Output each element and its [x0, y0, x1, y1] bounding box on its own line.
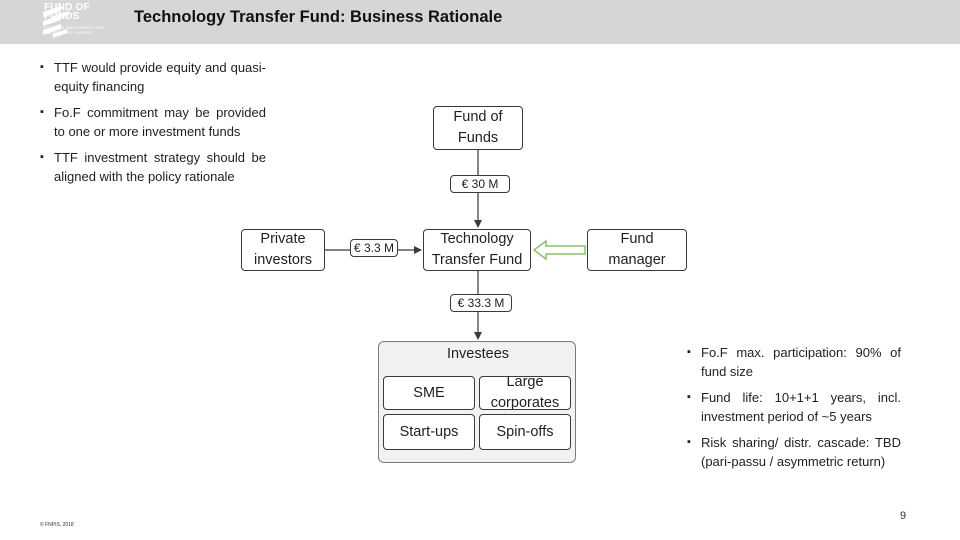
left-bullet-list: TTF would provide equity and quasi-equit… — [40, 58, 266, 193]
right-bullet-2: Fund life: 10+1+1 years, incl. investmen… — [687, 388, 901, 426]
logo-subtitle: FINANCIAL INSTRUMENTS FOR ENTERPRISES SU… — [44, 25, 105, 35]
private-investors-label: Private investors — [253, 231, 313, 268]
ttf-amount-text: € 33.3 M — [457, 295, 505, 310]
logo-line2: FUNDS — [44, 11, 80, 22]
right-bullet-list: Fo.F max. participation: 90% of fund siz… — [687, 343, 901, 478]
fund-manager-label: Fund manager — [608, 231, 666, 268]
investees-title: Investees — [446, 346, 510, 362]
page-number: 9 — [900, 510, 907, 522]
spinoffs-box: Spin-offs — [479, 414, 571, 450]
left-bullet-1: TTF would provide equity and quasi-equit… — [40, 58, 266, 96]
technology-transfer-fund-label: Technology Transfer Fund — [431, 231, 523, 268]
technology-transfer-fund-box: Technology Transfer Fund — [423, 229, 531, 271]
private-amount-label: € 3.3 M — [350, 239, 398, 257]
page-title: Technology Transfer Fund: Business Ratio… — [134, 8, 503, 26]
startups-label: Start-ups — [399, 423, 459, 440]
large-corporates-box: Large corporates — [479, 374, 571, 411]
logo-text: FUND OF FUNDS — [44, 2, 90, 22]
fof-amount-label: € 30 M — [450, 175, 510, 193]
fund-manager-box: Fund manager — [587, 229, 687, 271]
sme-box: SME — [383, 376, 475, 410]
private-investors-box: Private investors — [241, 229, 325, 271]
manager-block-arrow-icon — [532, 239, 586, 261]
fof-amount-text: € 30 M — [461, 176, 499, 191]
sme-label: SME — [413, 384, 445, 401]
startups-box: Start-ups — [383, 414, 475, 450]
fund-of-funds-box: Fund of Funds — [433, 106, 523, 150]
logo-line1: FUND OF — [44, 2, 90, 13]
fund-of-funds-label: Fund of Funds — [453, 109, 503, 146]
copyright-text: © FNPIS, 2018 — [40, 522, 74, 528]
right-bullet-3: Risk sharing/ distr. cascade: TBD (pari-… — [687, 433, 901, 471]
right-bullet-1: Fo.F max. participation: 90% of fund siz… — [687, 343, 901, 381]
header-bar: FUND OF FUNDS FINANCIAL INSTRUMENTS FOR … — [0, 0, 960, 44]
spinoffs-label: Spin-offs — [496, 423, 554, 440]
private-amount-text: € 3.3 M — [353, 240, 395, 255]
left-bullet-2: Fo.F commitment may be provided to one o… — [40, 103, 266, 141]
left-bullet-3: TTF investment strategy should be aligne… — [40, 148, 266, 186]
large-corporates-label: Large corporates — [490, 374, 560, 411]
ttf-amount-label: € 33.3 M — [450, 294, 512, 312]
fund-of-funds-logo-icon — [43, 6, 69, 38]
